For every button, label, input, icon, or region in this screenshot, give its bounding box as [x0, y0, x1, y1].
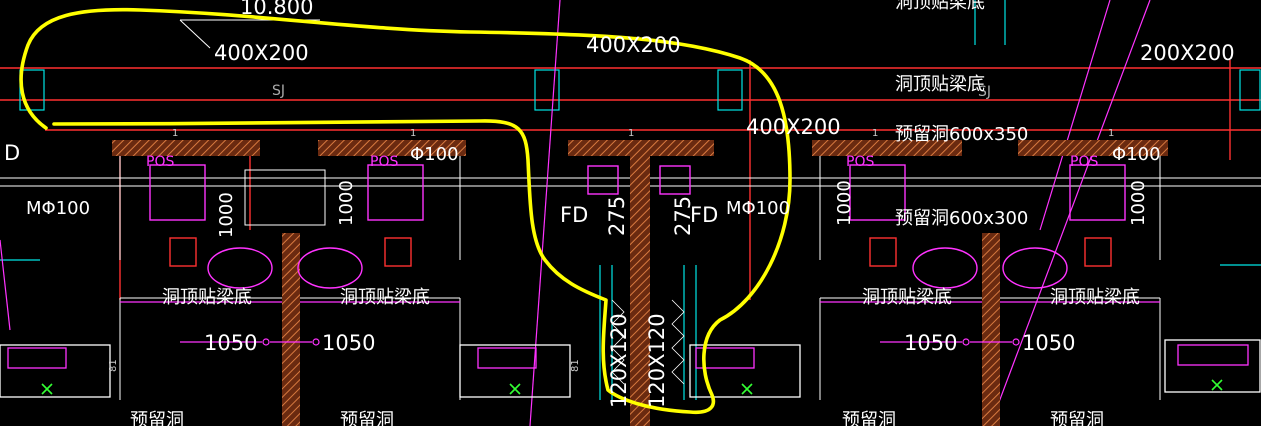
- one-mark-1: 1: [172, 128, 178, 139]
- duct-size-mid-right-label: 400X200: [746, 115, 841, 139]
- dim-1050-b: 1050: [322, 331, 375, 355]
- dim-1000-c: 1000: [834, 180, 855, 226]
- unit-code-2: 81: [570, 359, 581, 372]
- duct-size-right-label: 200X200: [1140, 41, 1235, 65]
- m-phi100-left: MΦ100: [26, 198, 90, 219]
- m-phi100-mid: MΦ100: [726, 198, 790, 219]
- beam-note-3: 洞顶贴梁底: [862, 287, 952, 308]
- beam-note-right: 洞顶贴梁底: [895, 74, 985, 95]
- duct-lines: [0, 60, 1261, 300]
- duct-size-main-label: 400X200: [586, 33, 681, 57]
- sj-label-right: SJ: [978, 84, 991, 100]
- opening-bottom-4: 预留洞: [1050, 410, 1104, 426]
- phi100-left: Φ100: [410, 144, 459, 165]
- duct-size-left-label: 400X200: [214, 41, 309, 65]
- one-mark-4: 1: [872, 128, 878, 139]
- unit-code-1: 81: [108, 359, 119, 372]
- fd-label-left: FD: [560, 203, 588, 227]
- equipment: [149, 164, 1126, 289]
- fan-coil-units: [0, 339, 1261, 398]
- one-mark-5: 1: [1108, 128, 1114, 139]
- phi100-right: Φ100: [1112, 144, 1161, 165]
- dim-1050-a: 1050: [204, 331, 257, 355]
- beam-note-4: 洞顶贴梁底: [1050, 287, 1140, 308]
- fd-label-right: FD: [690, 203, 718, 227]
- dim-275-left: 275: [605, 196, 629, 236]
- top-elevation-label: 10.800: [240, 0, 313, 19]
- opening-label-300: 预留洞600x300: [895, 208, 1028, 229]
- fans: [169, 237, 1112, 267]
- beam-note-2: 洞顶贴梁底: [340, 287, 430, 308]
- opening-bottom-2: 预留洞: [340, 410, 394, 426]
- opening-label-350: 预留洞600x350: [895, 124, 1028, 145]
- vent-markers: [41, 379, 1223, 395]
- dim-275-right: 275: [671, 196, 695, 236]
- pos-label-3: POS: [846, 154, 874, 170]
- pos-label-1: POS: [146, 154, 174, 170]
- dim-lines-1050: [180, 338, 1020, 346]
- dim-1050-c: 1050: [904, 331, 957, 355]
- dim-1000-a: 1000: [216, 192, 237, 238]
- beam-note-top: 洞顶贴梁底: [895, 0, 985, 13]
- pos-label-2: POS: [370, 154, 398, 170]
- beam-note-1: 洞顶贴梁底: [162, 287, 252, 308]
- opening-bottom-1: 预留洞: [130, 410, 184, 426]
- d-label: D: [4, 141, 20, 165]
- one-mark-3: 1: [628, 128, 634, 139]
- pos-label-4: POS: [1070, 154, 1098, 170]
- dim-1050-d: 1050: [1022, 331, 1075, 355]
- dim-1000-d: 1000: [1128, 180, 1149, 226]
- riser-duct-label-left: 120X120: [607, 313, 631, 408]
- yellow-annotation-outline: [19, 7, 792, 415]
- opening-bottom-3: 预留洞: [842, 410, 896, 426]
- riser-duct-label-right: 120X120: [645, 313, 669, 408]
- one-mark-2: 1: [410, 128, 416, 139]
- riser-hatch: [611, 299, 685, 385]
- sj-label: SJ: [272, 83, 285, 99]
- dim-1000-b: 1000: [336, 180, 357, 226]
- cyan-pipes: [0, 0, 1261, 400]
- walls: [112, 140, 1168, 426]
